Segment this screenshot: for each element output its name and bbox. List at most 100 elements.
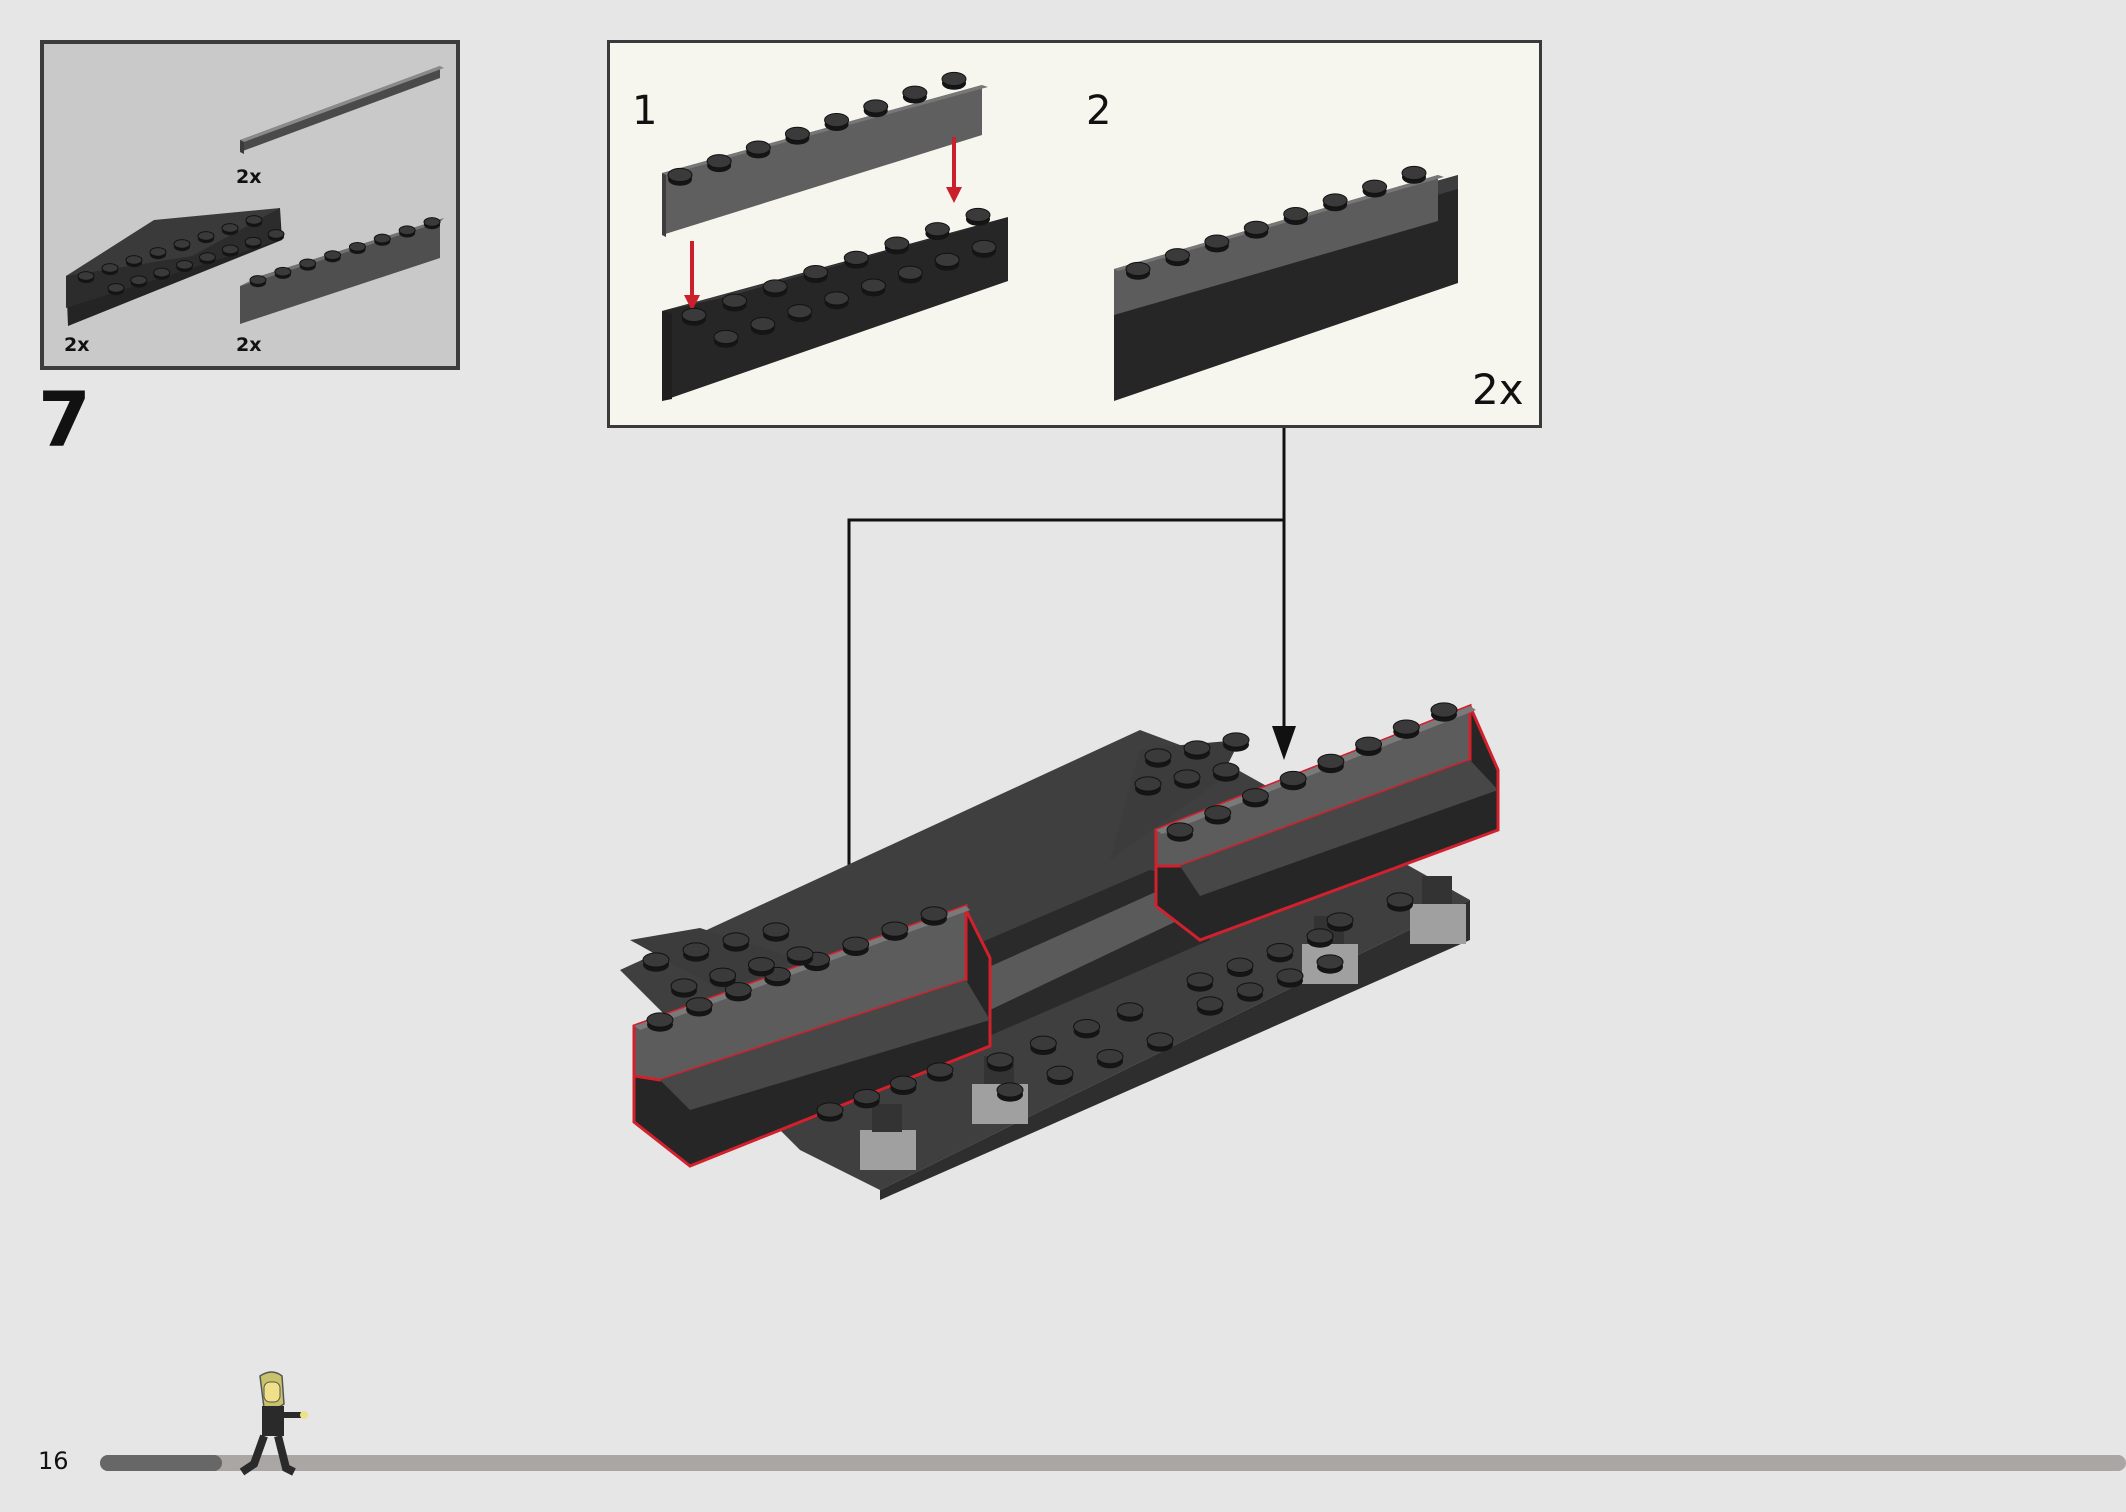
brick-stud [1316,954,1344,974]
brick-stud [670,978,698,998]
red-arrow-down-icon [684,241,700,311]
parts-illustration [66,66,444,326]
brick-stud [245,215,263,228]
brick-stud [1073,1019,1101,1039]
brick-stud [1386,892,1414,912]
brick-stud [423,217,441,230]
sub-assembly-callout: 1 2 2x [607,40,1542,428]
brick-stud [1306,928,1334,948]
brick-stud [107,283,125,296]
brick-stud [373,233,391,246]
sub-step-number: 2 [1086,88,1112,134]
brick-stud [996,1082,1024,1102]
brick-stud [1204,805,1232,825]
brick-stud [1243,220,1269,239]
brick-stud [685,997,713,1017]
brick-stud [1401,165,1427,184]
brick-stud [750,317,776,335]
progress-track [100,1455,2126,1471]
brick-stud [889,1075,917,1096]
brick-stud [824,113,850,131]
brick-stud [77,271,95,284]
brick-stud [324,250,342,263]
step-number: 7 [38,375,91,464]
brick-stud [642,952,670,972]
brick-stud [299,258,317,271]
brick-stud [221,223,239,236]
callout-illustration [662,71,1458,401]
brick-stud [646,1012,674,1032]
brick-stud [1355,736,1383,756]
brick-stud [722,293,748,312]
brick-stud [681,307,707,326]
brick-stud [860,278,886,297]
brick-stud [1241,788,1269,808]
part-brick-1x8-grey [240,218,444,324]
brick-stud [724,982,752,1002]
brick-stud [786,946,814,966]
callout-multiplier: 2x [1472,365,1524,414]
brick-stud [1186,972,1214,992]
brick-stud [824,291,850,310]
red-arrow-down-icon [946,137,962,203]
brick-stud [267,229,285,242]
part-quantity: 2x [64,334,90,356]
sub-step-number: 1 [632,88,658,134]
sub-step-1-brick-top [662,85,988,237]
part-quantity: 2x [236,166,262,188]
brick-stud [941,71,967,90]
part-quantity: 2x [236,334,262,356]
brick-stud [1173,769,1201,789]
brick-stud [722,932,750,952]
brick-stud [1226,957,1254,978]
brick-stud [924,222,950,241]
brick-stud [1204,234,1230,253]
brick-stud [130,275,148,288]
brick-stud [1236,982,1264,1002]
brick-stud [762,922,790,942]
brick-stud [706,154,732,173]
brick-stud [1362,179,1388,198]
brick-stud [843,250,869,269]
brick-stud [221,244,239,257]
brick-stud [667,167,693,186]
brick-stud [1276,968,1304,988]
brick-stud [1196,996,1224,1016]
brick-stud [1183,740,1211,760]
brick-stud [965,207,991,226]
brick-stud [101,263,119,276]
brick-stud [274,266,292,279]
brick-stud [816,1102,844,1122]
brick-stud [897,265,923,284]
brick-stud [1283,207,1309,225]
connector-block [1410,876,1466,944]
parts-list-box: 2x 2x 2x [40,40,460,370]
brick-stud [762,279,788,298]
brick-stud [1166,822,1194,842]
brick-stud [153,267,171,280]
minifigure-walking-icon [239,1371,308,1476]
brick-stud [1212,762,1240,782]
brick-stud [1279,770,1307,791]
brick-stud [784,126,810,145]
brick-stud [926,1062,954,1082]
brick-stud [1134,776,1162,796]
brick-stud [176,259,194,273]
brick-stud [1164,248,1190,267]
brick-stud [1430,702,1458,722]
brick-stud [398,225,416,238]
brick-stud [125,255,143,268]
brick-stud [747,957,775,977]
brick-stud [920,906,948,926]
brick-stud [863,99,889,118]
brick-stud [787,304,813,323]
brick-stud [902,85,928,104]
brick-stud [1096,1049,1124,1069]
brick-stud [971,239,997,258]
brick-stud [986,1052,1014,1072]
brick-stud [803,265,829,283]
sub-step-2-assembly [1114,175,1458,401]
brick-stud [197,231,215,244]
brick-stud [173,239,191,252]
